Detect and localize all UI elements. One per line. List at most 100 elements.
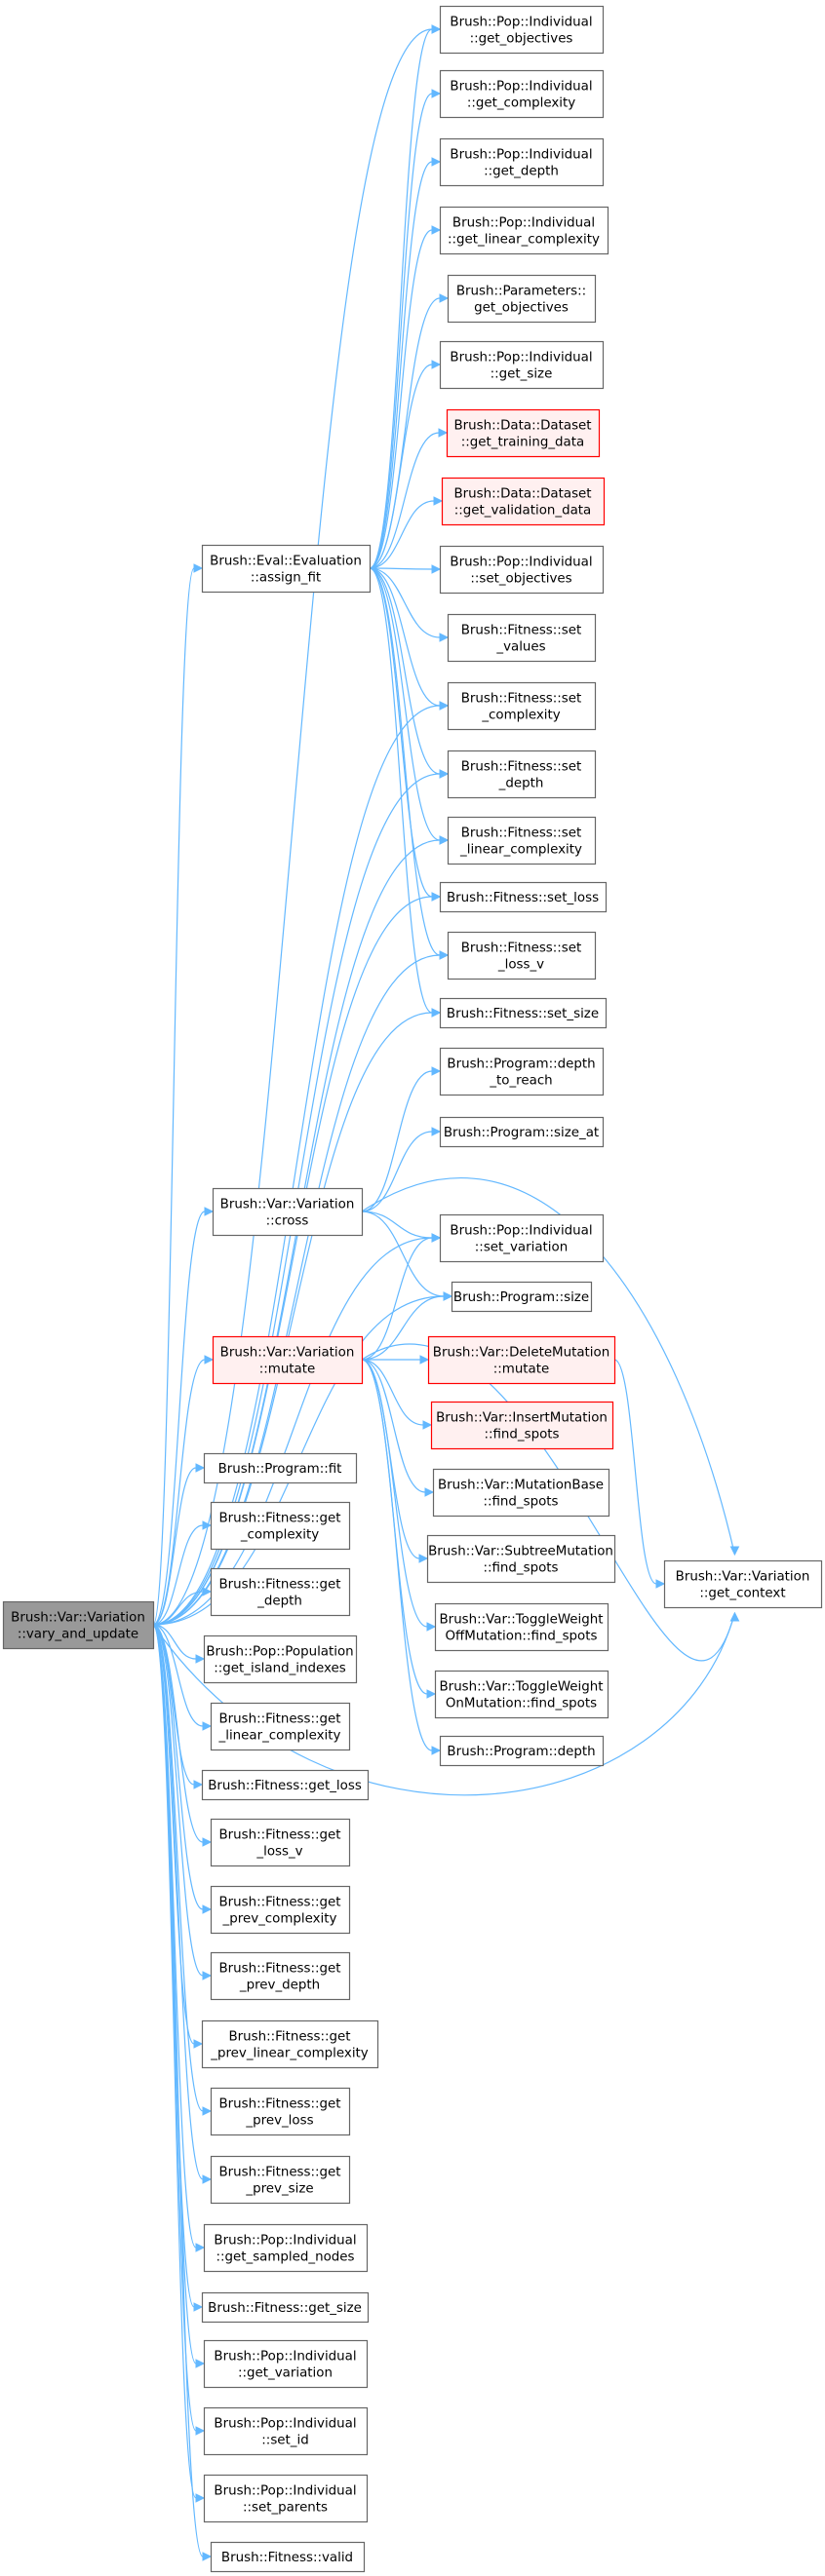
node-fit-get-prev-depth[interactable]: Brush::Fitness::get_prev_depth xyxy=(210,1951,351,2001)
node-ind-set-id[interactable]: Brush::Pop::Individual::set_id xyxy=(203,2406,369,2456)
node-prog-depth[interactable]: Brush::Program::depth xyxy=(439,1735,605,1767)
node-ind-get-variation[interactable]: Brush::Pop::Individual::get_variation xyxy=(203,2339,369,2389)
node-params-get-objectives[interactable]: Brush::Parameters::get_objectives xyxy=(447,274,597,324)
arrow-eval-to-fit_set_depth xyxy=(439,769,450,779)
node-label: Brush::Pop::Individual xyxy=(450,556,592,570)
node-eval[interactable]: Brush::Eval::Evaluation::assign_fit xyxy=(201,544,372,594)
node-box xyxy=(451,1281,593,1313)
node-tw-off-find[interactable]: Brush::Var::ToggleWeightOffMutation::fin… xyxy=(434,1602,609,1652)
arrow-vary-to-fit_get_prev_complexity xyxy=(202,1904,213,1914)
node-fit-set-linear-complexity[interactable]: Brush::Fitness::set_linear_complexity xyxy=(447,816,597,865)
node-label: _prev_complexity xyxy=(222,1912,337,1927)
node-box xyxy=(663,1559,823,1609)
edge-vary-to-fit_set_loss_v xyxy=(152,954,441,1626)
node-label: ::assign_fit xyxy=(251,571,321,586)
node-ind-get-size[interactable]: Brush::Pop::Individual::get_size xyxy=(439,340,605,390)
node-box xyxy=(447,816,597,865)
edge-vary-to-fit_get_prev_size xyxy=(152,1624,204,2180)
node-mutate[interactable]: Brush::Var::Variation::mutate xyxy=(212,1335,364,1385)
node-ind-set-parents[interactable]: Brush::Pop::Individual::set_parents xyxy=(203,2474,369,2523)
node-prog-fit[interactable]: Brush::Program::fit xyxy=(203,1452,358,1484)
node-box xyxy=(210,1951,351,2001)
node-fit-valid[interactable]: Brush::Fitness::valid xyxy=(210,2541,366,2573)
node-box xyxy=(441,477,606,526)
node-label: Brush::Fitness::set xyxy=(461,827,582,841)
node-get-context[interactable]: Brush::Var::Variation::get_context xyxy=(663,1559,823,1609)
node-fit-get-prev-complexity[interactable]: Brush::Fitness::get_prev_complexity xyxy=(210,1885,351,1935)
node-base-find[interactable]: Brush::Var::MutationBase::find_spots xyxy=(432,1468,610,1518)
call-nodes: Brush::Var::Variation::vary_and_updateBr… xyxy=(2,5,823,2573)
node-fit-set-depth[interactable]: Brush::Fitness::set_depth xyxy=(447,750,597,799)
node-prog-depth-to-reach[interactable]: Brush::Program::depth_to_reach xyxy=(439,1047,605,1096)
node-prog-size-at[interactable]: Brush::Program::size_at xyxy=(439,1116,605,1148)
node-label: _to_reach xyxy=(489,1074,552,1089)
node-label: OnMutation::find_spots xyxy=(446,1697,597,1711)
node-label: Brush::Pop::Individual xyxy=(214,2234,356,2249)
node-cross[interactable]: Brush::Var::Variation::cross xyxy=(212,1187,364,1237)
node-ind-set-variation[interactable]: Brush::Pop::Individual::set_variation xyxy=(439,1213,605,1263)
node-label: ::get_sampled_nodes xyxy=(216,2250,355,2265)
node-label: Brush::Var::ToggleWeight xyxy=(440,1613,604,1628)
edge-vary-to-fit_get_complexity xyxy=(152,1524,204,1626)
arrow-vary-to-cross xyxy=(204,1207,215,1216)
node-fit-set-complexity[interactable]: Brush::Fitness::set_complexity xyxy=(447,681,597,731)
node-label: Brush::Fitness::get xyxy=(218,2097,340,2112)
node-fit-set-values[interactable]: Brush::Fitness::set_values xyxy=(447,613,597,663)
node-ind-get-linear-complexity[interactable]: Brush::Pop::Individual::get_linear_compl… xyxy=(439,206,609,255)
edge-vary-to-mutate xyxy=(152,1359,206,1626)
node-ind-set-objectives[interactable]: Brush::Pop::Individual::set_objectives xyxy=(439,545,605,595)
node-ds-validation[interactable]: Brush::Data::Dataset::get_validation_dat… xyxy=(441,477,606,526)
arrow-eval-to-fit_set_loss_v xyxy=(439,950,450,960)
node-fit-get-prev-size[interactable]: Brush::Fitness::get_prev_size xyxy=(210,2155,351,2205)
edge-eval-to-ds_validation xyxy=(369,500,435,569)
node-fit-set-loss-v[interactable]: Brush::Fitness::set_loss_v xyxy=(447,931,597,980)
arrow-mutate-to-tw_on_find xyxy=(426,1689,437,1699)
node-fit-set-loss[interactable]: Brush::Fitness::set_loss xyxy=(439,881,608,913)
node-box xyxy=(447,931,597,980)
node-subtree-find[interactable]: Brush::Var::SubtreeMutation::find_spots xyxy=(426,1534,616,1584)
node-fit-get-prev-linear-complexity[interactable]: Brush::Fitness::get_prev_linear_complexi… xyxy=(201,2019,379,2069)
node-fit-get-prev-loss[interactable]: Brush::Fitness::get_prev_loss xyxy=(210,2087,351,2136)
node-label: ::get_variation xyxy=(238,2366,333,2381)
node-vary[interactable]: Brush::Var::Variation::vary_and_update xyxy=(2,1600,155,1650)
node-label: _depth xyxy=(256,1595,302,1609)
node-box xyxy=(210,2541,366,2573)
node-ind-get-sampled-nodes[interactable]: Brush::Pop::Individual::get_sampled_node… xyxy=(203,2223,369,2273)
node-label: ::get_depth xyxy=(484,165,559,179)
node-ind-get-depth[interactable]: Brush::Pop::Individual::get_depth xyxy=(439,137,605,187)
node-label: Brush::Program::fit xyxy=(218,1462,342,1477)
node-label: ::mutate xyxy=(493,1363,550,1377)
node-box xyxy=(439,206,609,255)
node-fit-get-complexity[interactable]: Brush::Fitness::get_complexity xyxy=(210,1501,351,1551)
node-box xyxy=(434,1602,609,1652)
edge-mutate-to-prog_size xyxy=(361,1295,445,1361)
node-fit-get-depth[interactable]: Brush::Fitness::get_depth xyxy=(210,1567,351,1617)
node-box xyxy=(210,1567,351,1617)
node-fit-get-loss[interactable]: Brush::Fitness::get_loss xyxy=(201,1769,370,1801)
node-fit-get-linear-complexity[interactable]: Brush::Fitness::get_linear_complexity xyxy=(210,1702,351,1751)
arrow-vary-to-mutate xyxy=(204,1355,215,1365)
edge-eval-to-fit_set_loss xyxy=(369,567,433,898)
node-label: Brush::Pop::Population xyxy=(206,1645,353,1660)
node-fit-get-loss-v[interactable]: Brush::Fitness::get_loss_v xyxy=(210,1818,351,1867)
node-label: Brush::Var::InsertMutation xyxy=(436,1411,608,1426)
node-pop-get-island[interactable]: Brush::Pop::Population::get_island_index… xyxy=(203,1634,358,1684)
node-prog-size[interactable]: Brush::Program::size xyxy=(451,1281,593,1313)
node-fit-set-size[interactable]: Brush::Fitness::set_size xyxy=(439,997,608,1029)
node-box xyxy=(447,613,597,663)
arrow-eval-to-ind_set_objectives xyxy=(431,564,442,574)
node-label: Brush::Program::size_at xyxy=(444,1126,599,1140)
arrow-eval-to-ind_get_objectives xyxy=(431,24,442,34)
node-insert-find[interactable]: Brush::Var::InsertMutation::find_spots xyxy=(430,1401,614,1450)
node-fit-get-size[interactable]: Brush::Fitness::get_size xyxy=(201,2291,370,2324)
node-ind-get-objectives[interactable]: Brush::Pop::Individual::get_objectives xyxy=(439,5,605,55)
arrow-vary-to-fit_get_prev_loss xyxy=(202,2106,213,2116)
node-tw-on-find[interactable]: Brush::Var::ToggleWeightOnMutation::find… xyxy=(434,1670,609,1719)
edge-eval-to-ind_get_size xyxy=(369,364,433,569)
node-ds-training[interactable]: Brush::Data::Dataset::get_training_data xyxy=(446,408,601,458)
node-box xyxy=(210,1702,351,1751)
node-label: Brush::Data::Dataset xyxy=(453,487,591,502)
node-ind-get-complexity[interactable]: Brush::Pop::Individual::get_complexity xyxy=(439,69,605,119)
arrow-delete_mutate-to-get_context xyxy=(655,1579,666,1589)
node-delete-mutate[interactable]: Brush::Var::DeleteMutation::mutate xyxy=(427,1335,616,1385)
